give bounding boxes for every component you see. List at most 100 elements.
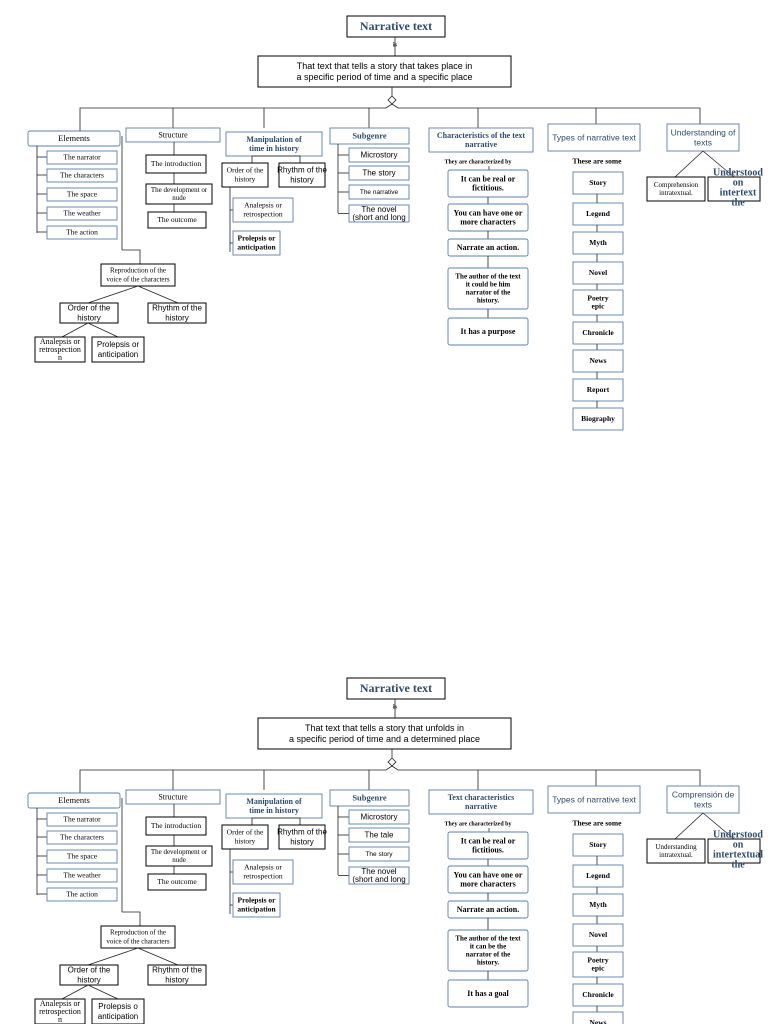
subgenre-header: Subgenre <box>329 789 410 807</box>
elements-item: The narrator <box>46 812 118 827</box>
structure-item-line-2: nude <box>172 856 186 864</box>
types-item-text: Chronicle <box>582 990 614 999</box>
reproduction-order-frame <box>59 302 119 324</box>
understanding-header-line-1: Comprensión de <box>672 789 735 799</box>
reproduction-prolepsis-line-2: anticipation <box>98 1012 138 1021</box>
types-header: Types of narrative text <box>547 785 641 814</box>
manipulation-analepsis-line-2: retrospection <box>243 872 282 881</box>
connector-line <box>87 947 139 966</box>
connector-line <box>122 249 141 264</box>
types-item-frame <box>572 893 624 917</box>
connector-line <box>61 322 89 338</box>
connector-line <box>61 984 89 1000</box>
understanding-comprehension-line-2: intratextual. <box>659 851 693 859</box>
structure-item-text: The introduction <box>151 821 201 830</box>
definition-box-line-1: That text that tells a story that takes … <box>297 61 473 71</box>
structure-header-frame <box>125 789 221 805</box>
types-item: Novel <box>572 261 624 285</box>
reproduction-analepsis-line-3: n <box>58 1015 62 1024</box>
subgenre-item-line-2: (short and long <box>352 875 405 884</box>
branch-junction <box>387 757 397 767</box>
manipulation-rhythm-frame <box>278 162 326 188</box>
understanding-understood-line-1: Understood <box>713 167 763 178</box>
structure-item-frame <box>145 154 207 174</box>
characteristics-item-line-1: You can have one or <box>454 208 523 217</box>
structure-item-frame <box>145 183 213 205</box>
elements-item: The action <box>46 225 118 240</box>
types-item-line-2: epic <box>592 964 606 973</box>
types-item-frame <box>572 864 624 888</box>
elements-header: Elements <box>27 792 121 809</box>
reproduction-order-line-2: history <box>77 976 101 985</box>
understanding-header-line-2: texts <box>694 137 712 147</box>
characteristics-item-line-4: history. <box>477 959 500 967</box>
characteristics-item: Narrate an action. <box>447 238 529 257</box>
structure-header-text: Structure <box>158 792 188 801</box>
subgenre-item-frame <box>348 827 410 843</box>
elements-item-frame <box>46 150 118 165</box>
subgenre-item-line-1: The novel <box>361 205 396 214</box>
elements-item-text: The narrator <box>63 153 101 162</box>
manipulation-header-line-2: time in history <box>249 144 299 153</box>
reproduction-order-line-2: history <box>77 314 101 323</box>
types-item-text: Novel <box>589 930 607 939</box>
structure-item-frame <box>147 211 207 229</box>
manipulation-analepsis-frame <box>232 197 294 223</box>
elements-item-frame <box>46 168 118 183</box>
reproduction-analepsis-line-2: retrospection <box>39 1007 81 1016</box>
manipulation-analepsis-line-2: retrospection <box>243 210 282 219</box>
structure-item: The outcome <box>147 211 207 229</box>
characteristics-item-line-4: history. <box>477 297 500 305</box>
subgenre-item: The novel(short and long <box>348 866 410 885</box>
characteristics-header-line-1: Text characteristics <box>448 793 515 802</box>
manipulation-rhythm-line-1: Rhythm of the <box>277 166 327 175</box>
types-item-line-1: Poetry <box>587 956 608 965</box>
subgenre-header: Subgenre <box>329 127 410 145</box>
types-item: Chronicle <box>572 983 624 1007</box>
subgenre-item-text: Microstory <box>361 813 398 822</box>
subgenre-item: The narrative <box>348 184 410 200</box>
reproduction-analepsis-line-1: Analepsis or <box>40 999 81 1008</box>
types-item-text: Legend <box>586 209 611 218</box>
manipulation-analepsis-frame <box>232 859 294 885</box>
types-item-frame <box>572 171 624 195</box>
subgenre-item-text: The tale <box>365 831 394 840</box>
elements-item-text: The weather <box>63 209 101 218</box>
manipulation-prolepsis-frame <box>232 892 281 918</box>
reproduction-analepsis-frame <box>34 336 86 363</box>
definition-box: That text that tells a story that unfold… <box>257 717 512 750</box>
connector-line <box>87 984 119 1000</box>
subgenre-item-frame <box>348 866 410 885</box>
characteristics-item-line-2: it can be the <box>470 943 506 951</box>
reproduction-order-line-1: Order of the <box>68 304 111 313</box>
characteristics-item-line-2: more characters <box>460 879 516 888</box>
structure-item-text: The introduction <box>151 159 201 168</box>
characteristics-item-frame <box>447 979 529 1008</box>
reproduction-box-line-2: voice of the characters <box>106 938 169 946</box>
structure-item: The outcome <box>147 873 207 891</box>
types-item: News <box>572 349 624 373</box>
reproduction-analepsis-line-2: retrospection <box>39 345 81 354</box>
understanding-comprehension-line-1: Understanding <box>655 843 697 851</box>
main-branch-line <box>79 765 701 793</box>
elements-header-text: Elements <box>58 133 90 143</box>
types-item-text: Chronicle <box>582 328 614 337</box>
understanding-understood-line-3: intertextual <box>713 849 763 860</box>
elements-item-text: The characters <box>60 171 104 180</box>
types-note-text: These are some <box>572 157 622 166</box>
types-item: Novel <box>572 923 624 947</box>
reproduction-analepsis-line-1: Analepsis or <box>40 337 81 346</box>
elements-item: The space <box>46 187 118 202</box>
characteristics-note-text: They are characterized by <box>444 159 511 165</box>
